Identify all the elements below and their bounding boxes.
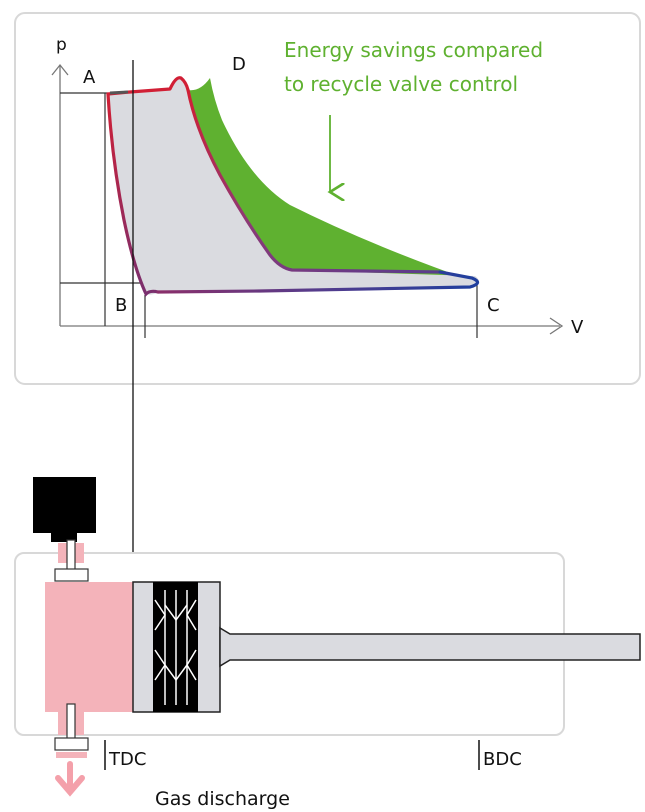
bdc-label: BDC [483, 749, 522, 770]
energy-savings-annotation-line1: Energy savings compared [284, 38, 543, 62]
p-axis-label: p [56, 35, 67, 55]
discharge-flow-bar [56, 752, 87, 758]
piston-ring-marks [154, 590, 197, 705]
point-d-label: D [232, 54, 246, 75]
discharge-valve-plate [54, 737, 89, 751]
valve-actuator-stem [51, 530, 77, 542]
discharge-curve [106, 76, 190, 96]
intake-curve [156, 270, 480, 294]
point-a-label: A [83, 67, 96, 88]
suction-valve-stem [66, 539, 76, 571]
energy-savings-area [188, 78, 478, 282]
v-axis-label: V [571, 317, 584, 338]
piston-rod [219, 626, 641, 668]
gas-discharge-label: Gas discharge [155, 788, 290, 810]
compression-curve [186, 88, 442, 274]
valve-actuator [33, 477, 96, 533]
gas-chamber [45, 582, 133, 712]
pv-panel [14, 12, 641, 385]
suction-valve-plate [54, 568, 89, 582]
energy-savings-annotation-line2: to recycle valve control [284, 72, 518, 96]
point-c-label: C [487, 295, 500, 316]
discharge-flow-arrow [55, 761, 85, 797]
point-b-label: B [115, 295, 127, 316]
expansion-curve [106, 92, 160, 297]
work-area [108, 77, 479, 295]
tdc-label: TDC [108, 749, 146, 770]
discharge-valve-stem [66, 703, 76, 741]
discharge-start [109, 90, 129, 95]
